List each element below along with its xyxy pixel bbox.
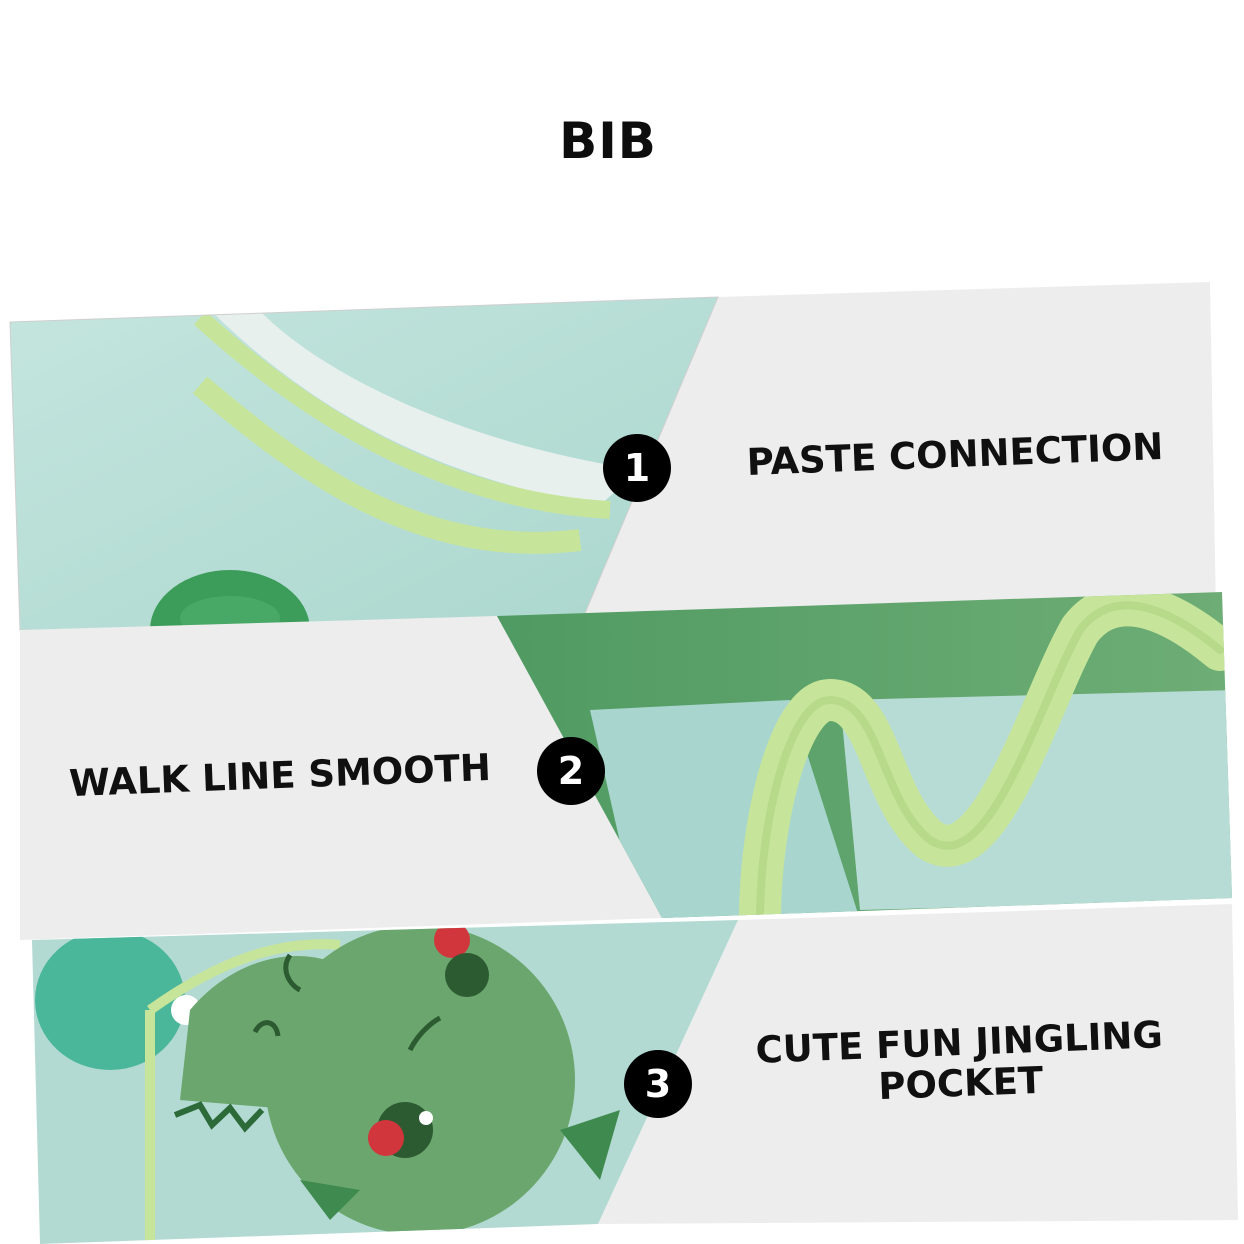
panel-3-gray bbox=[598, 904, 1238, 1224]
photo-3-dino-pocket bbox=[32, 920, 738, 1244]
photo-1-velcro-strap bbox=[10, 297, 718, 630]
photo-2-seam-edge bbox=[497, 592, 1232, 918]
feature-1-number-badge: 1 bbox=[603, 434, 671, 502]
feature-3-number-badge: 3 bbox=[624, 1050, 692, 1118]
page-title: BIB bbox=[559, 112, 657, 170]
feature-2-number-badge: 2 bbox=[537, 737, 605, 805]
panel-1-gray bbox=[578, 282, 1216, 630]
feature-3-label: CUTE FUN JINGLING POCKET bbox=[739, 1013, 1182, 1114]
panel-2-gray bbox=[20, 616, 662, 940]
